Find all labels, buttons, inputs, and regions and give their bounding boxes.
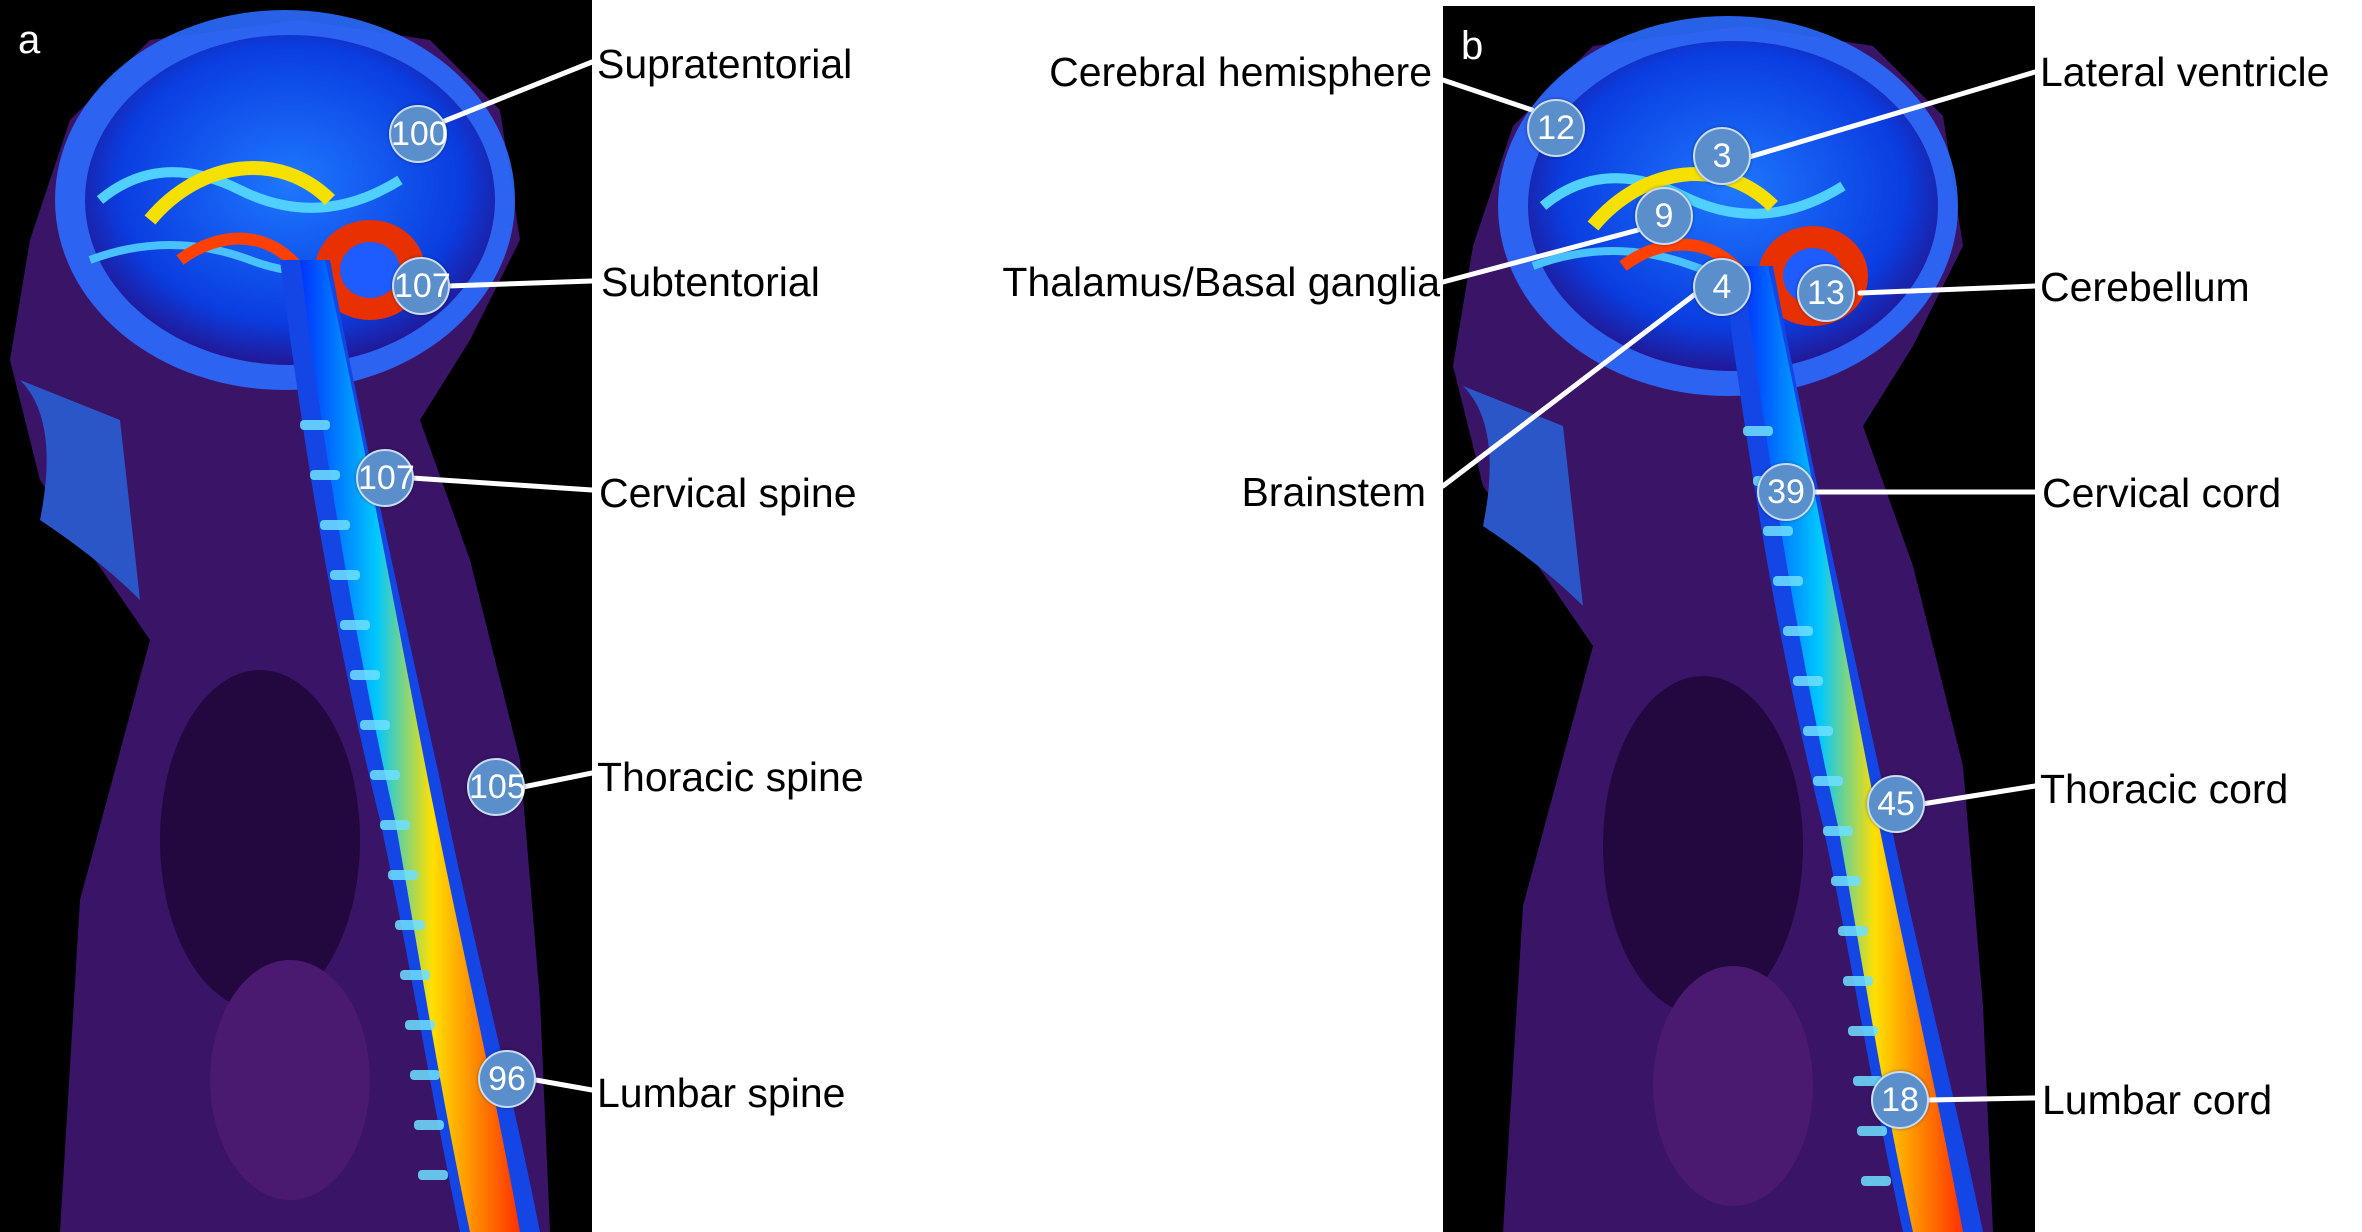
label-supratentorial: Supratentorial	[597, 41, 853, 87]
value-badge-brainstem: 4	[1693, 258, 1751, 316]
mri-panel-a: a	[0, 0, 592, 1232]
label-lateral-ventricle: Lateral ventricle	[2040, 49, 2330, 95]
value-badge-thalamus-basal-ganglia: 9	[1635, 187, 1693, 245]
mri-sagittal-image-b	[1453, 16, 1993, 1232]
label-subtentorial: Subtentorial	[601, 259, 820, 305]
panel-letter-a: a	[18, 18, 41, 62]
value-badge-lateral-ventricle: 3	[1693, 127, 1751, 185]
value-badge-thoracic-spine: 105	[467, 758, 526, 816]
label-lumbar-spine: Lumbar spine	[597, 1070, 846, 1116]
label-lumbar-cord: Lumbar cord	[2042, 1077, 2273, 1123]
panel-letter-b: b	[1461, 24, 1484, 68]
value-badge-supratentorial: 100	[389, 105, 448, 163]
value-badge-cerebral-hemisphere: 12	[1527, 99, 1585, 157]
label-cerebellum: Cerebellum	[2040, 264, 2250, 310]
value-badge-cerebellum: 13	[1797, 264, 1855, 322]
value-badge-cervical-cord: 39	[1757, 463, 1815, 521]
label-brainstem: Brainstem	[1241, 469, 1426, 515]
value-badge-thoracic-cord: 45	[1867, 775, 1925, 833]
value-badge-lumbar-cord: 18	[1871, 1071, 1929, 1129]
value-badge-cervical-spine: 107	[356, 449, 415, 507]
label-thalamus-basal-ganglia: Thalamus/Basal ganglia	[1002, 259, 1440, 305]
value-badge-lumbar-spine: 96	[478, 1050, 536, 1108]
label-thoracic-cord: Thoracic cord	[2040, 766, 2289, 812]
label-thoracic-spine: Thoracic spine	[597, 754, 864, 800]
label-cerebral-hemisphere: Cerebral hemisphere	[1049, 49, 1432, 95]
mri-panel-b: b	[1443, 6, 2035, 1232]
mri-sagittal-image-a	[10, 10, 550, 1232]
value-badge-subtentorial: 107	[392, 257, 451, 315]
label-cervical-cord: Cervical cord	[2042, 470, 2282, 516]
label-cervical-spine: Cervical spine	[599, 470, 857, 516]
